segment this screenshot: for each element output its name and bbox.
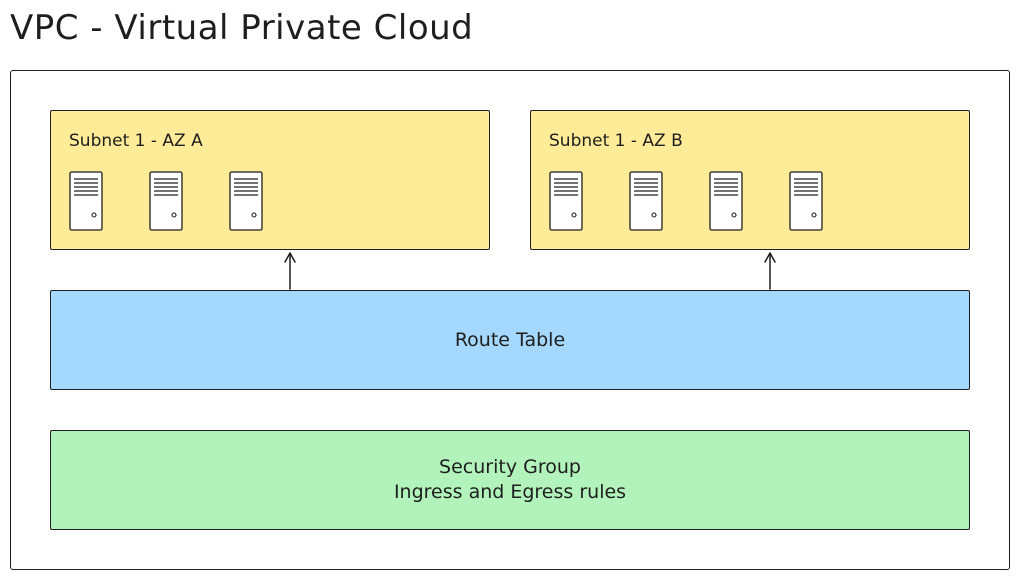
security-group-title: Security Group <box>439 456 581 478</box>
subnet-az-b-label: Subnet 1 - AZ B <box>549 131 683 151</box>
subnet-az-b: Subnet 1 - AZ B <box>530 110 970 250</box>
server-icon <box>789 171 823 233</box>
server-icon <box>69 171 103 233</box>
route-table-label: Route Table <box>454 329 566 351</box>
security-group: Security Group Ingress and Egress rules <box>50 430 970 530</box>
subnet-az-a-servers <box>69 171 263 233</box>
arrow-up-icon <box>284 252 296 290</box>
server-icon <box>549 171 583 233</box>
subnet-az-b-servers <box>549 171 823 233</box>
security-group-rules: Ingress and Egress rules <box>393 481 627 503</box>
server-icon <box>709 171 743 233</box>
route-table: Route Table <box>50 290 970 390</box>
vpc-container <box>10 70 1010 570</box>
server-icon <box>229 171 263 233</box>
server-icon <box>629 171 663 233</box>
subnet-az-a-label: Subnet 1 - AZ A <box>69 131 203 151</box>
arrow-up-icon <box>764 252 776 290</box>
diagram-title: VPC - Virtual Private Cloud <box>10 8 474 48</box>
subnet-az-a: Subnet 1 - AZ A <box>50 110 490 250</box>
server-icon <box>149 171 183 233</box>
